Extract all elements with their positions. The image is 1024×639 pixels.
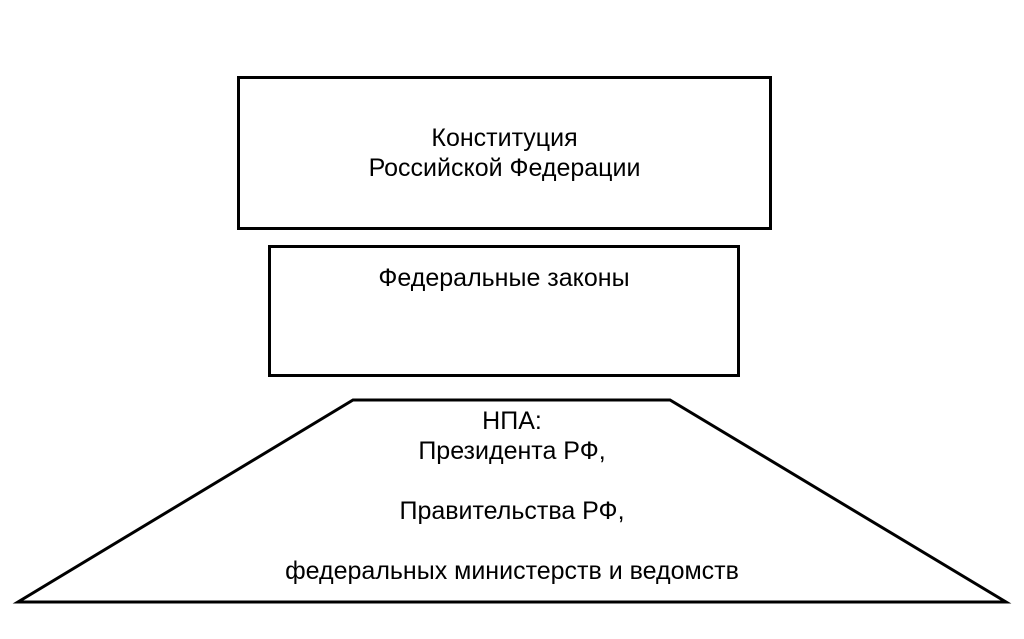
constitution-line-1: Конституция: [431, 124, 578, 152]
constitution-box: Конституция Российской Федерации: [237, 76, 772, 230]
federal-laws-box: Федеральные законы: [268, 245, 740, 377]
constitution-line-2: Российской Федерации: [368, 154, 641, 182]
npa-label-block: НПА: Президента РФ, Правительства РФ, фе…: [0, 406, 1024, 586]
npa-line-heading: НПА:: [482, 407, 542, 435]
npa-line-government: Правительства РФ,: [399, 497, 625, 525]
federal-laws-label: Федеральные законы: [378, 264, 630, 292]
trapezoid-outline: [12, 398, 1012, 604]
npa-line-president: Президента РФ,: [418, 437, 606, 465]
npa-line-ministries: федеральных министерств и ведомств: [285, 557, 739, 585]
